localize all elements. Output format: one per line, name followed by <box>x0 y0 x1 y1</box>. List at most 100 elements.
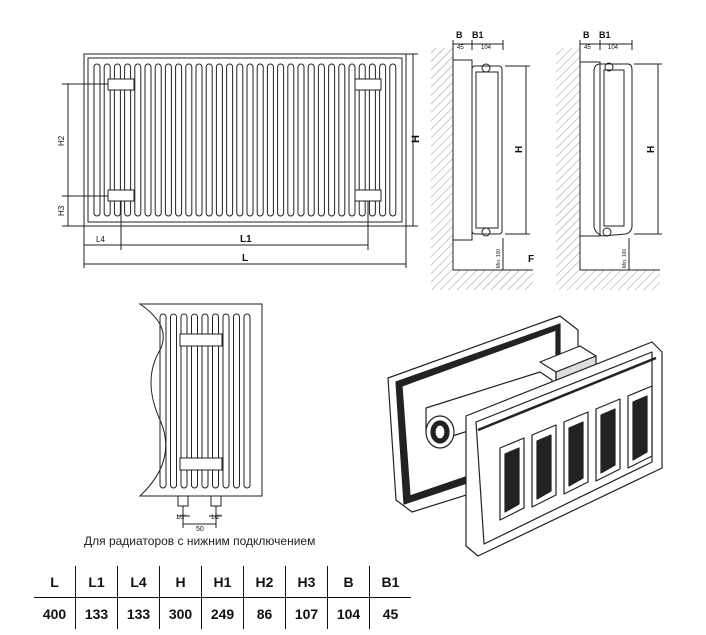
front-inner-frame <box>87 57 403 223</box>
front-fin <box>103 63 111 217</box>
front-fin <box>256 63 264 217</box>
front-fin <box>287 63 295 217</box>
spec-value-l1: 133 <box>75 597 118 629</box>
detail-fins <box>159 313 251 489</box>
spec-header-b1: B1 <box>369 566 411 598</box>
label-b1-left: B1 <box>472 30 484 40</box>
label-h-front: H <box>410 135 422 143</box>
bracket-top-left <box>107 78 135 91</box>
spec-table: L L1 L4 H H1 H2 H3 B B1 400 133 133 300 … <box>34 566 411 629</box>
spec-value-h3: 107 <box>285 597 328 629</box>
spec-value-l: 400 <box>34 597 76 629</box>
bracket-top-right <box>354 78 382 91</box>
front-fin <box>389 63 397 217</box>
detail-view <box>138 303 263 528</box>
front-fin <box>226 63 234 217</box>
front-fin <box>144 63 152 217</box>
front-fin <box>215 63 223 217</box>
label-min-right: Min. 100 <box>622 249 628 268</box>
spec-header-h: H <box>159 566 202 598</box>
front-fin <box>358 63 366 217</box>
detail-fin <box>233 313 240 489</box>
iso-fin-shadow <box>536 434 552 500</box>
label-104-left: 104 <box>481 45 492 51</box>
front-fin <box>195 63 203 217</box>
front-fin <box>185 63 193 217</box>
front-fin <box>134 63 142 217</box>
label-l: L <box>242 253 248 264</box>
front-fin <box>266 63 274 217</box>
spec-value-h2: 86 <box>243 597 286 629</box>
side-view-right <box>556 40 662 290</box>
spec-header-l: L <box>34 566 76 598</box>
front-fin <box>297 63 305 217</box>
isometric-cutaway <box>387 315 663 557</box>
front-fin <box>368 63 376 217</box>
label-45-right: 45 <box>584 45 591 51</box>
detail-fin <box>222 313 230 489</box>
front-view <box>62 53 418 268</box>
front-fin <box>205 63 213 217</box>
label-f: F <box>528 254 534 265</box>
iso-fin-shadow <box>504 447 520 513</box>
front-fin <box>246 63 254 217</box>
spec-value-row: 400 133 133 300 249 86 107 104 45 <box>34 597 411 629</box>
front-fin <box>379 63 387 217</box>
front-fins <box>93 63 397 217</box>
spec-value-b: 104 <box>327 597 370 629</box>
label-h3: H3 <box>57 205 66 216</box>
spec-header-b: B <box>327 566 370 598</box>
spec-value-h: 300 <box>159 597 202 629</box>
spec-header-h3: H3 <box>285 566 328 598</box>
front-fin <box>307 63 315 217</box>
front-fin <box>175 63 183 217</box>
iso-fin-shadow <box>632 395 648 461</box>
spec-header-row: L L1 L4 H H1 H2 H3 B B1 <box>34 566 411 598</box>
bracket-bottom-right <box>354 189 382 202</box>
label-spacing: 50 <box>196 526 204 533</box>
detail-fin <box>180 313 188 489</box>
label-b1-right: B1 <box>599 30 611 40</box>
spec-header-l4: L4 <box>117 566 160 598</box>
detail-fin <box>191 313 198 489</box>
label-pipe-left: 1/2" <box>176 515 186 521</box>
spec-header-h2: H2 <box>243 566 286 598</box>
spec-value-l4: 133 <box>117 597 160 629</box>
label-b-left: B <box>456 30 463 40</box>
label-104-right: 104 <box>608 45 619 51</box>
front-fin <box>338 63 346 217</box>
front-fin <box>348 63 356 217</box>
detail-fin <box>243 313 251 489</box>
iso-fin-shadow <box>568 421 584 487</box>
front-fin <box>277 63 285 217</box>
front-fin <box>93 63 101 217</box>
spec-header-l1: L1 <box>75 566 118 598</box>
label-b-right: B <box>583 30 590 40</box>
spec-header-h1: H1 <box>201 566 244 598</box>
front-fin <box>164 63 172 217</box>
label-h-side-right: H <box>646 146 657 153</box>
label-pipe-right: 1/2" <box>211 515 221 521</box>
bracket-bottom-left <box>107 189 135 202</box>
detail-fin <box>212 313 219 489</box>
label-min-left: Min. 100 <box>496 249 502 268</box>
front-fin <box>328 63 336 217</box>
isometric-fins <box>499 385 653 521</box>
front-fin <box>154 63 162 217</box>
front-fin <box>317 63 325 217</box>
detail-fin <box>170 313 177 489</box>
detail-bracket-top <box>179 333 223 347</box>
detail-fin <box>201 313 209 489</box>
detail-bracket-bottom <box>179 457 223 471</box>
front-fin <box>124 63 132 217</box>
label-h2: H2 <box>57 135 66 146</box>
spec-value-b1: 45 <box>369 597 411 629</box>
side-view-left <box>431 40 533 290</box>
iso-fin-shadow <box>600 408 616 474</box>
front-fin <box>236 63 244 217</box>
front-fin <box>113 63 121 217</box>
label-45-left: 45 <box>457 45 464 51</box>
label-l4: L4 <box>96 235 105 244</box>
front-outer-frame <box>83 53 407 227</box>
